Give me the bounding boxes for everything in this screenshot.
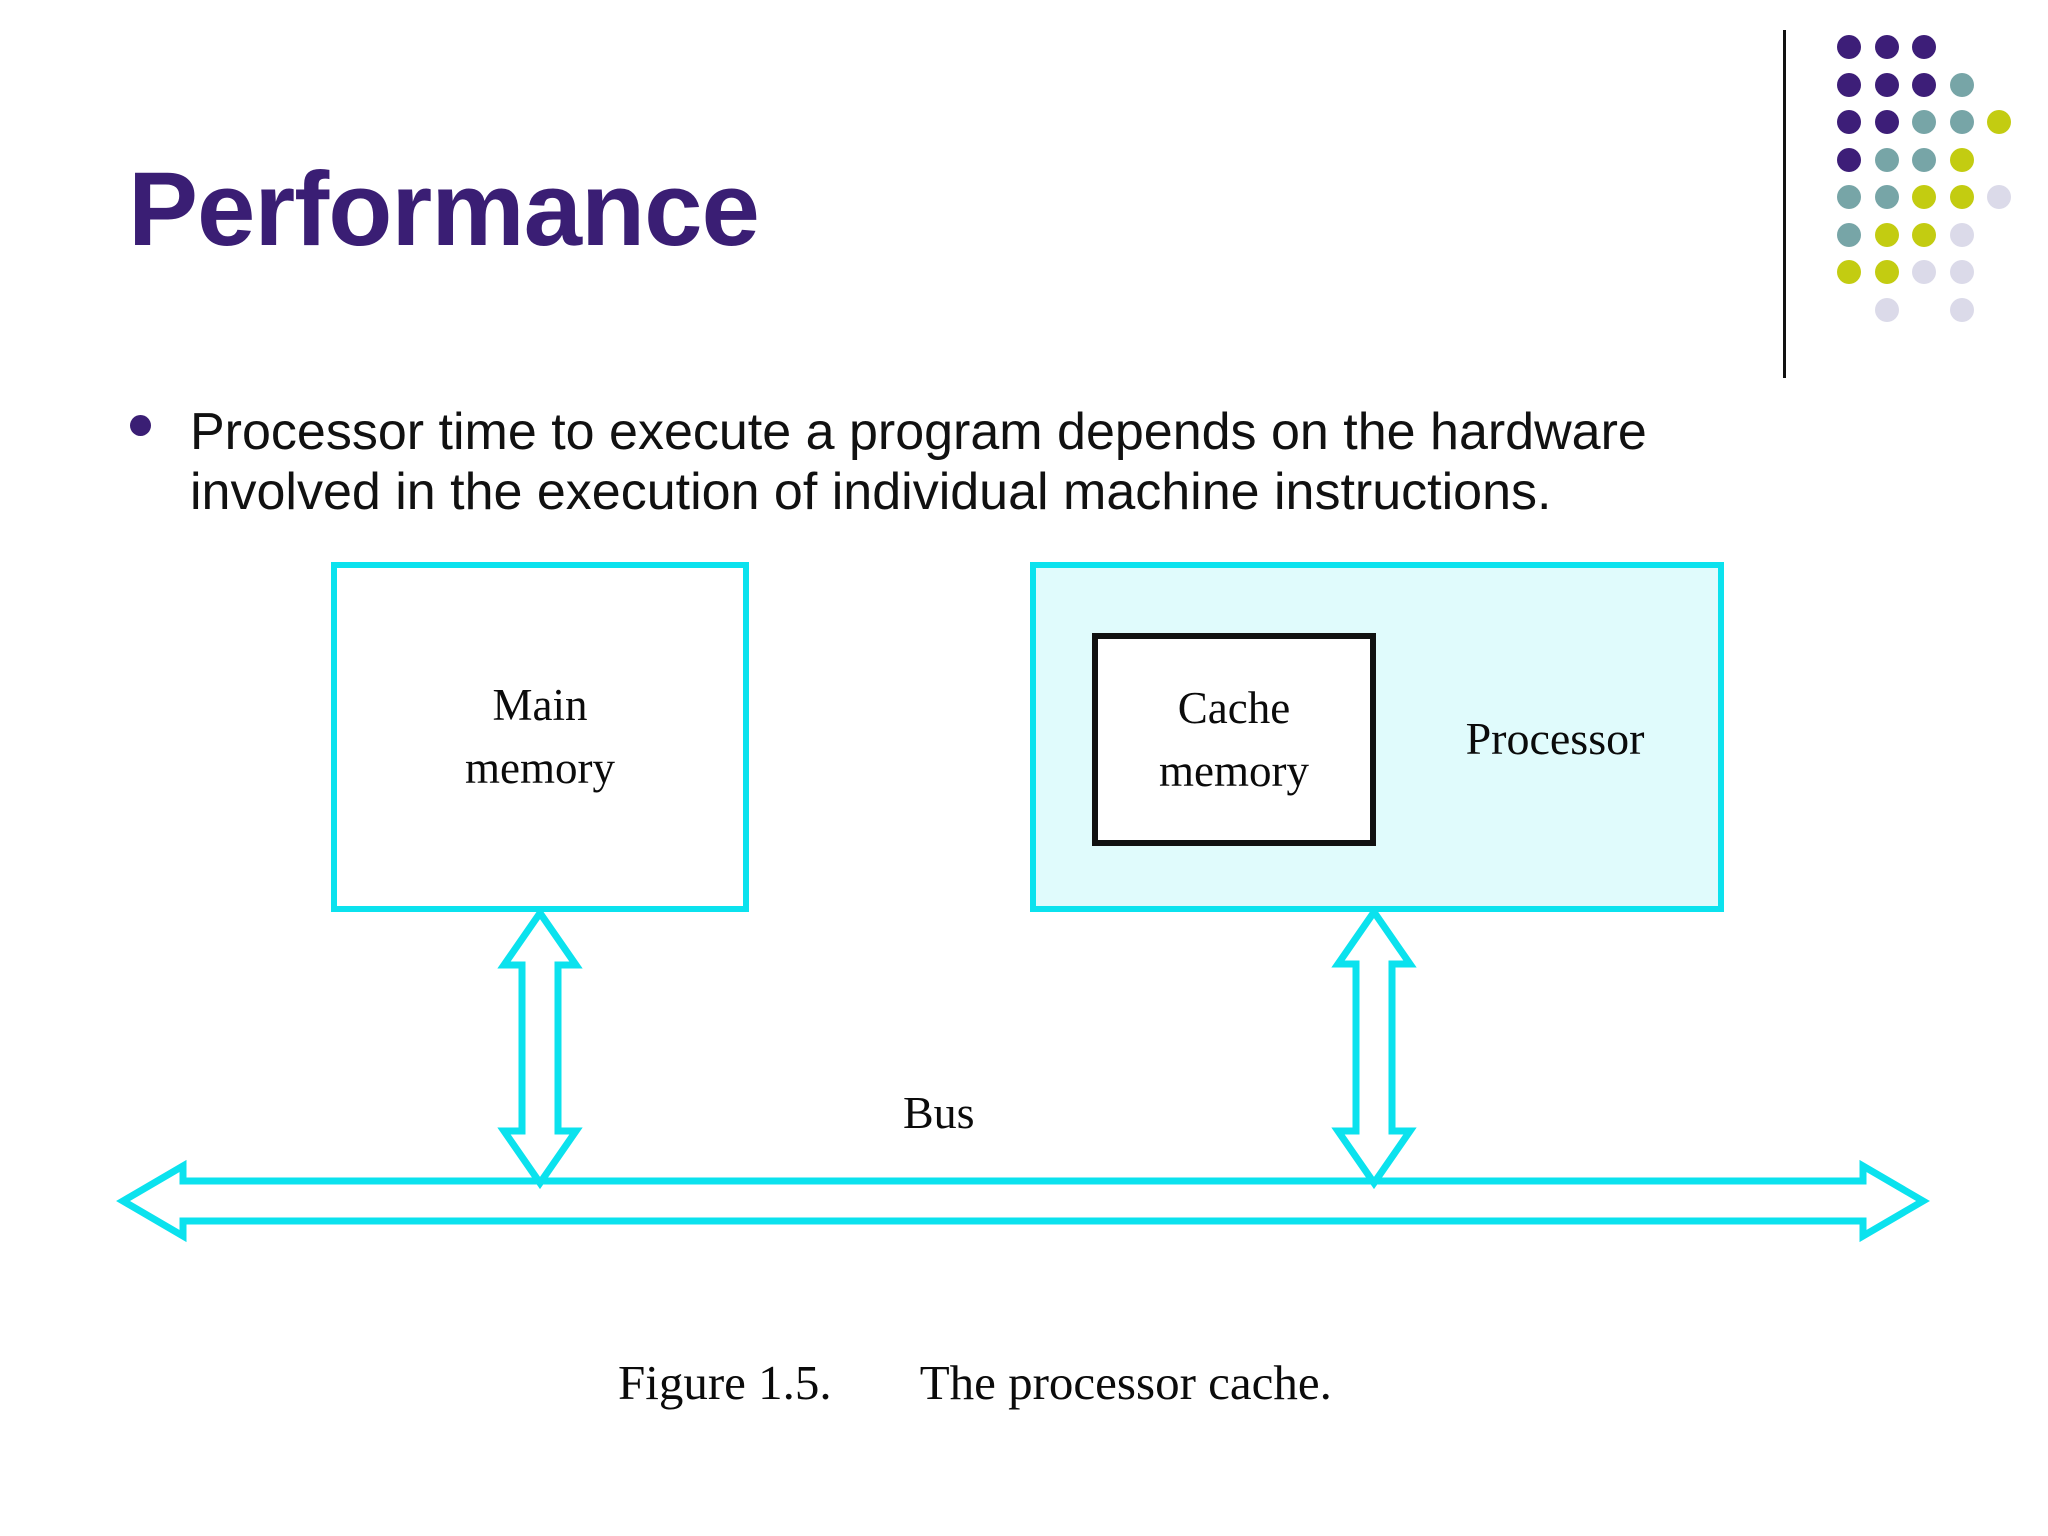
decorative-dot [1837,185,1861,209]
cache-memory-label: Cache memory [1159,677,1309,803]
decorative-dot [1912,35,1936,59]
decorative-dot [1874,147,1899,172]
decorative-dot [1874,260,1899,284]
decorative-dot [1874,222,1899,247]
main-memory-bus-arrow [497,906,583,1190]
decorative-dot [1912,110,1936,134]
figure-caption-text: The processor cache. [919,1355,1332,1410]
decorative-dot [1874,110,1899,134]
decorative-dot [1949,72,1974,97]
decorative-dot [1837,110,1861,134]
decorative-dot [1874,185,1899,209]
decorative-dot [1874,297,1899,322]
main-memory-label-line-1: Main [492,680,588,730]
decorative-dot [1987,185,2011,209]
decorative-dot [1912,147,1936,172]
bullet-marker-icon [130,415,151,436]
decorative-dot [1949,297,1974,322]
main-memory-label: Main memory [465,674,615,800]
main-memory-box: Main memory [331,562,749,912]
decorative-dot [1912,185,1936,209]
processor-label: Processor [1465,713,1645,764]
dot-pattern [1837,35,2025,335]
decorative-dot [1949,185,1974,209]
decorative-vertical-line [1783,30,1786,378]
decorative-dot [1987,110,2011,134]
decorative-dot [1912,72,1936,97]
decorative-dot [1949,110,1974,134]
processor-bus-arrow [1331,905,1417,1190]
bullet-text: Processor time to execute a program depe… [190,402,1647,522]
decorative-dot [1912,260,1936,284]
main-memory-label-line-2: memory [465,743,615,793]
bullet-text-line-1: Processor time to execute a program depe… [190,403,1647,461]
cache-memory-label-line-1: Cache [1177,682,1291,733]
bus-arrow [116,1159,1930,1243]
cache-memory-box: Cache memory [1092,633,1376,846]
decorative-dot [1837,72,1861,97]
decorative-dot [1837,35,1861,59]
decorative-dot [1837,260,1861,284]
bullet-text-line-2: involved in the execution of individual … [190,463,1552,521]
figure-caption: Figure 1.5. The processor cache. [618,1354,1332,1411]
decorative-dot [1949,260,1974,284]
decorative-dot [1949,222,1974,247]
decorative-dot [1837,147,1861,172]
decorative-dot [1912,222,1936,247]
decorative-dot [1874,35,1899,59]
decorative-dot [1949,147,1974,172]
processor-box [1030,562,1724,912]
figure-number: Figure 1.5. [618,1355,832,1410]
bus-label: Bus [903,1087,975,1138]
slide-title: Performance [128,151,760,268]
decorative-dot [1874,72,1899,97]
cache-memory-label-line-2: memory [1159,745,1309,796]
decorative-dot [1837,222,1861,247]
